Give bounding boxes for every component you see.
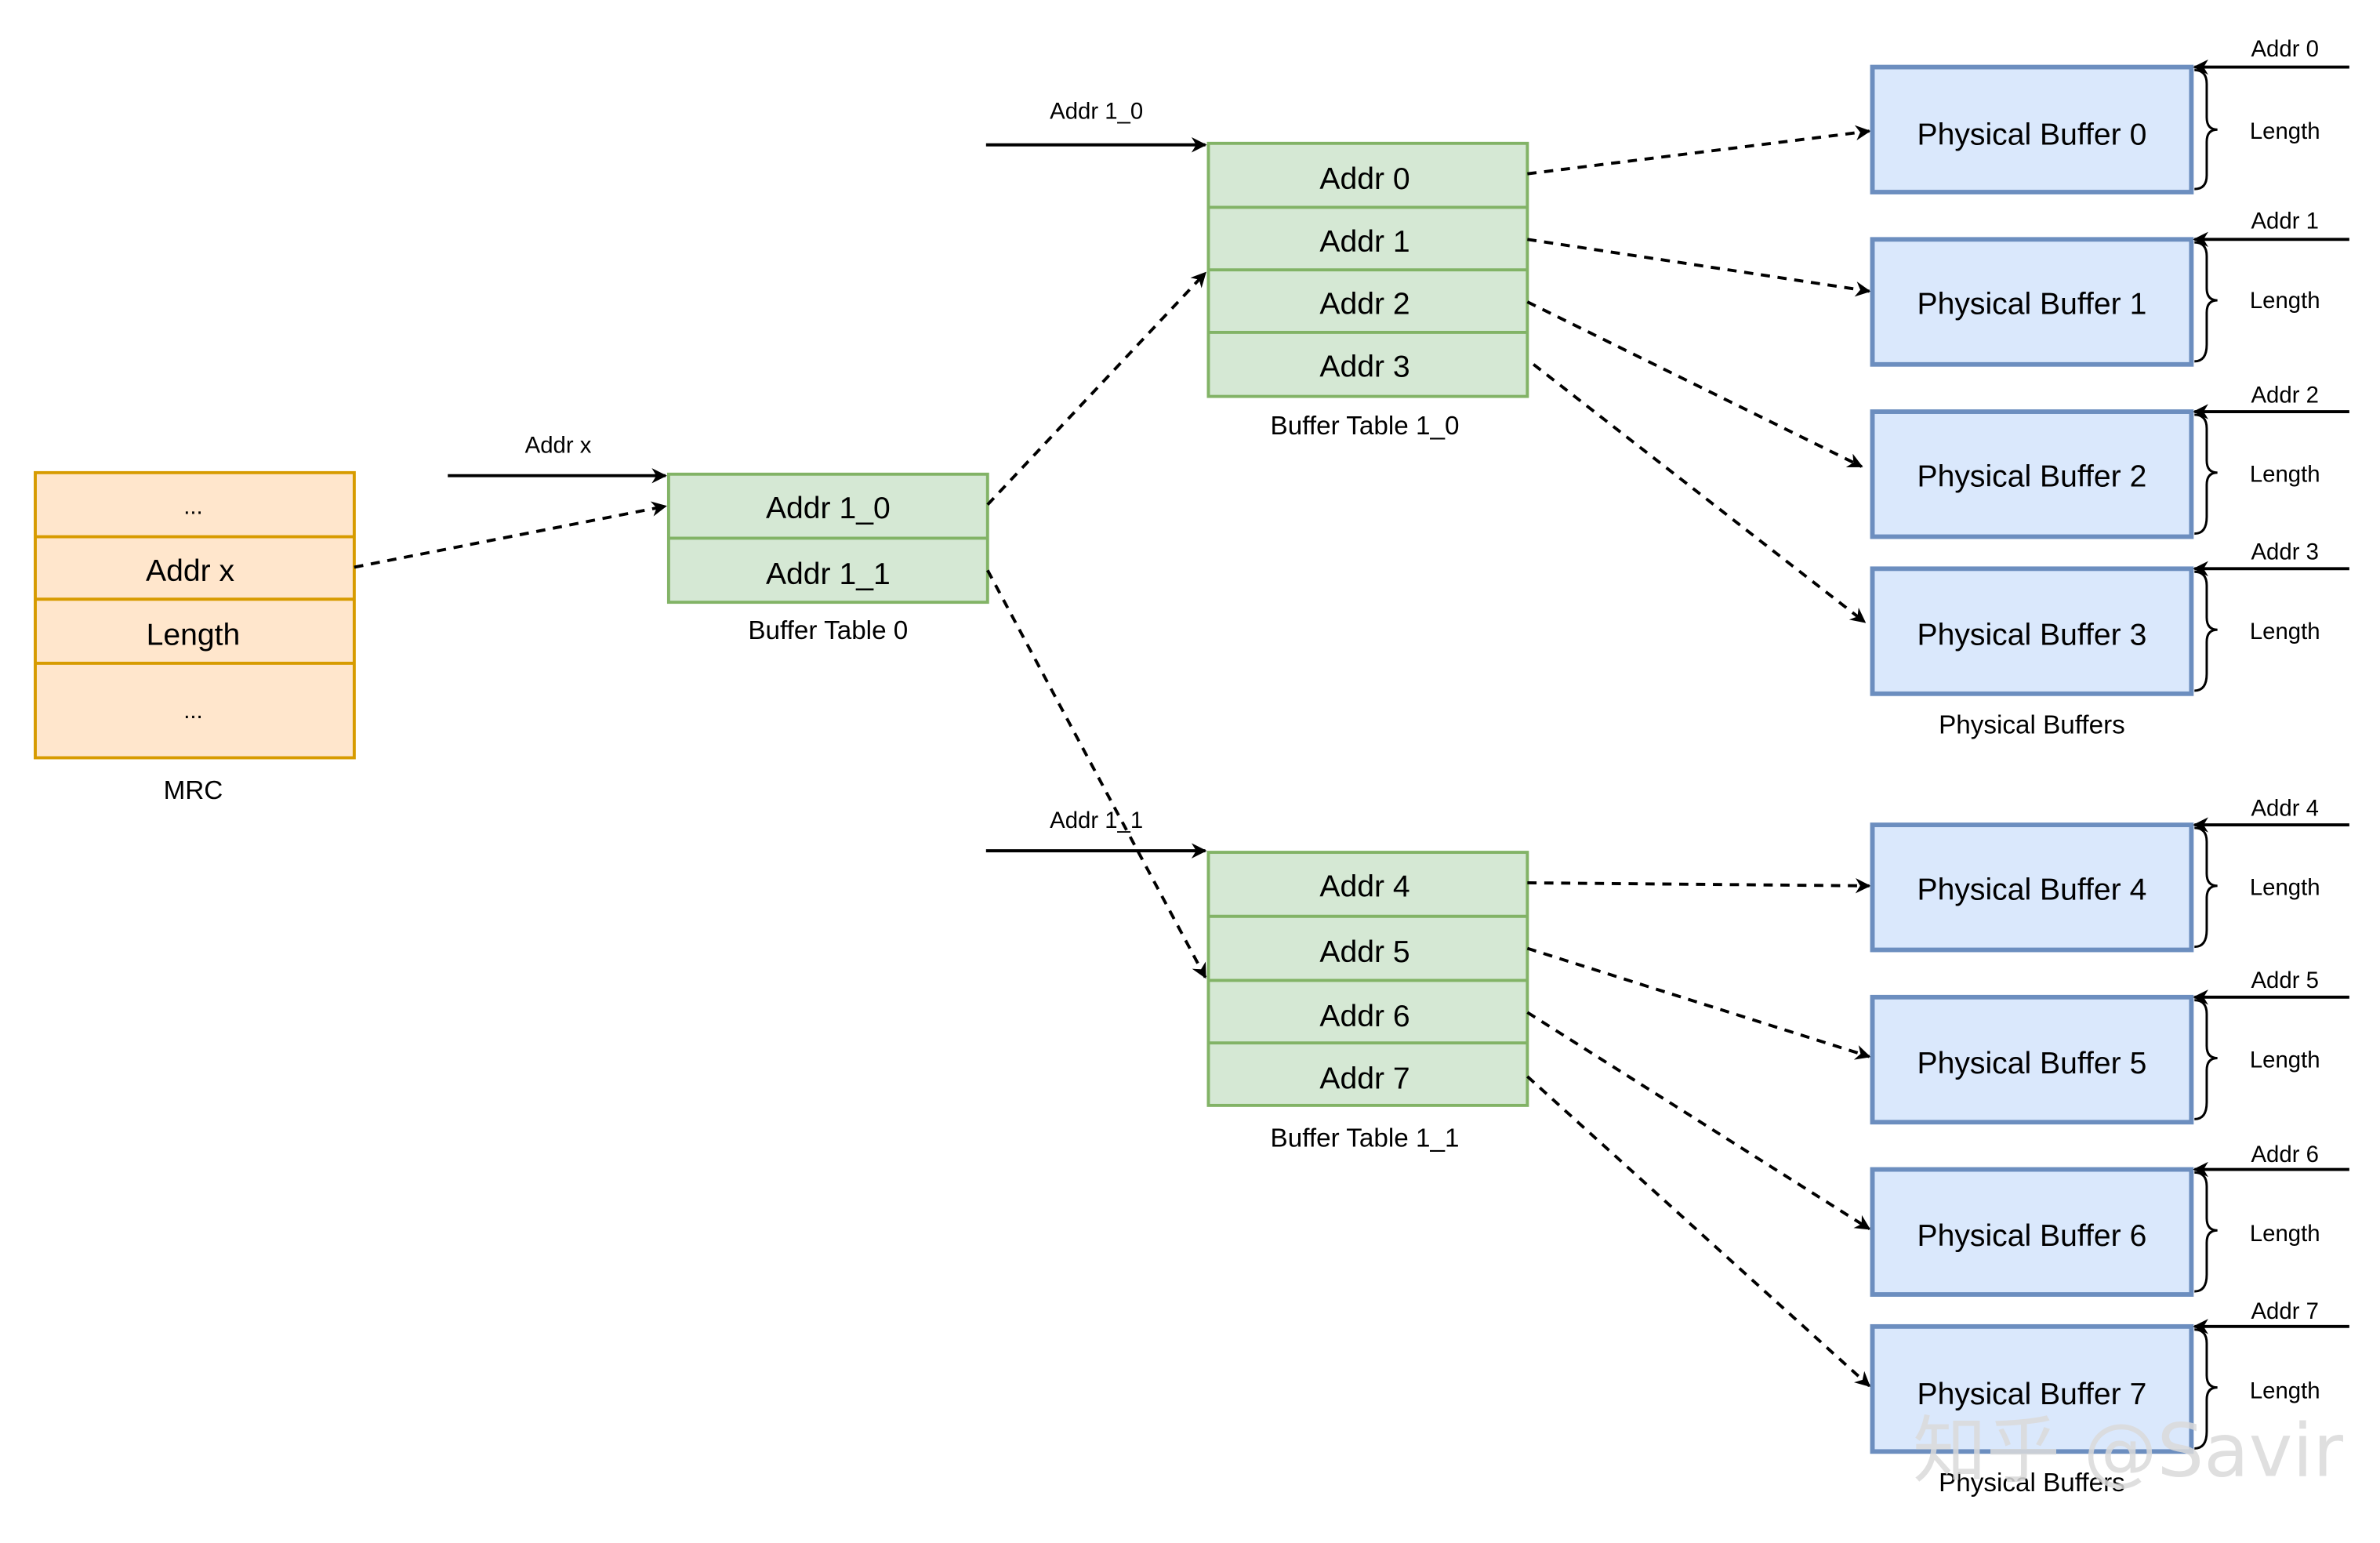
buffer-table-1-0-input-label: Addr 1_0 bbox=[1050, 100, 1143, 125]
buffer-table-1-0: Addr 1_0 Addr 0 Addr 1 Addr 2 Addr 3 Buf… bbox=[985, 100, 1529, 441]
buffer-table-1-1: Addr 1_1 Addr 4 Addr 5 Addr 6 Addr 7 Buf… bbox=[985, 808, 1529, 1153]
pointer-arrow-addr-5 bbox=[1526, 946, 1871, 1060]
physical-buffer-3-addr: Addr 3 bbox=[2251, 540, 2318, 565]
buffer-table-1-1-label: Buffer Table 1_1 bbox=[1271, 1124, 1460, 1153]
buffer-table-1-1-row-3: Addr 7 bbox=[1319, 1062, 1409, 1096]
physical-buffer-7-length-brace bbox=[2194, 1328, 2218, 1450]
physical-buffer-6: Physical Buffer 6 Addr 6 Length bbox=[1870, 1142, 2349, 1297]
mrc-row-2: Length bbox=[147, 619, 241, 652]
physical-buffer-6-length-brace bbox=[2194, 1171, 2218, 1293]
physical-buffer-7: Physical Buffer 7 Addr 7 Length bbox=[1870, 1299, 2349, 1454]
physical-buffer-0-name: Physical Buffer 0 bbox=[1917, 118, 2147, 152]
physical-buffer-5-length-brace bbox=[2194, 999, 2218, 1120]
pointer-arrow-mrc-to-table-0 bbox=[354, 501, 667, 569]
buffer-table-1-0-row-1: Addr 1 bbox=[1319, 225, 1409, 259]
physical-buffer-3-length: Length bbox=[2250, 619, 2320, 644]
physical-buffer-0-length: Length bbox=[2250, 119, 2320, 144]
buffer-table-0-label: Buffer Table 0 bbox=[748, 616, 908, 645]
physical-buffers-group-label-bottom: Physical Buffers bbox=[1939, 1469, 2125, 1498]
buffer-table-1-1-row-0: Addr 4 bbox=[1319, 870, 1409, 904]
physical-buffer-2-addr: Addr 2 bbox=[2251, 383, 2318, 408]
buffer-table-1-0-row-0: Addr 0 bbox=[1319, 162, 1409, 196]
pointer-arrow-addr-2 bbox=[1526, 300, 1863, 468]
physical-buffer-2-name: Physical Buffer 2 bbox=[1917, 459, 2147, 493]
physical-buffer-7-name: Physical Buffer 7 bbox=[1917, 1378, 2147, 1411]
physical-buffer-5: Physical Buffer 5 Addr 5 Length bbox=[1870, 968, 2349, 1125]
pointer-arrow-addr-4 bbox=[1527, 877, 1871, 894]
physical-buffer-3-length-brace bbox=[2194, 570, 2218, 692]
physical-buffer-5-addr: Addr 5 bbox=[2251, 968, 2318, 993]
mrc-row-0: ... bbox=[183, 494, 202, 519]
mrc-label: MRC bbox=[164, 776, 223, 805]
physical-buffers-group-label-top: Physical Buffers bbox=[1939, 710, 2125, 739]
buffer-table-0: Addr x Addr 1_0 Addr 1_1 Buffer Table 0 bbox=[448, 434, 989, 645]
physical-buffer-1-name: Physical Buffer 1 bbox=[1917, 288, 2147, 321]
pointer-arrow-addr-7 bbox=[1526, 1075, 1871, 1388]
physical-buffer-4-addr: Addr 4 bbox=[2251, 796, 2318, 821]
pointer-arrow-addr-0 bbox=[1527, 125, 1871, 176]
physical-buffer-7-length: Length bbox=[2250, 1378, 2320, 1403]
physical-buffer-2-length-brace bbox=[2194, 413, 2218, 536]
pointer-arrow-addr-1 bbox=[1527, 238, 1871, 297]
buffer-table-1-0-row-2: Addr 2 bbox=[1319, 288, 1409, 321]
physical-buffer-2: Physical Buffer 2 Addr 2 Length bbox=[1870, 383, 2349, 539]
physical-buffer-1-length: Length bbox=[2250, 289, 2320, 314]
physical-buffer-0-length-brace bbox=[2194, 68, 2218, 191]
physical-buffer-4-length: Length bbox=[2250, 876, 2320, 901]
physical-buffer-3: Physical Buffer 3 Addr 3 Length bbox=[1870, 540, 2349, 696]
pointer-arrow-addr-6 bbox=[1526, 1011, 1871, 1231]
mrc-row-3: ... bbox=[183, 699, 202, 724]
physical-buffer-5-length: Length bbox=[2250, 1047, 2320, 1073]
physical-buffer-4: Physical Buffer 4 Addr 4 Length bbox=[1870, 796, 2349, 953]
physical-buffer-4-name: Physical Buffer 4 bbox=[1917, 873, 2147, 906]
physical-buffer-1: Physical Buffer 1 Addr 1 Length bbox=[1870, 209, 2349, 367]
physical-buffer-4-length-brace bbox=[2194, 826, 2218, 949]
buffer-table-1-0-row-3: Addr 3 bbox=[1319, 350, 1409, 383]
buffer-table-1-1-input-label: Addr 1_1 bbox=[1050, 808, 1143, 833]
physical-buffer-0-addr: Addr 0 bbox=[2251, 37, 2318, 62]
buffer-table-0-input-label: Addr x bbox=[525, 434, 592, 459]
physical-buffer-3-name: Physical Buffer 3 bbox=[1917, 619, 2147, 652]
pointer-arrow-table-0-to-table-1-0 bbox=[986, 271, 1206, 506]
physical-buffer-2-length: Length bbox=[2250, 463, 2320, 488]
buffer-table-0-row-0: Addr 1_0 bbox=[766, 492, 891, 525]
buffer-table-1-1-row-1: Addr 5 bbox=[1319, 935, 1409, 969]
physical-buffer-1-length-brace bbox=[2194, 241, 2218, 363]
mrc-row-1: Addr x bbox=[146, 554, 235, 588]
pointer-arrow-table-0-to-table-1-1 bbox=[986, 569, 1207, 979]
physical-buffer-6-length: Length bbox=[2250, 1222, 2320, 1247]
physical-buffer-5-name: Physical Buffer 5 bbox=[1917, 1047, 2147, 1080]
buffer-table-0-row-1: Addr 1_1 bbox=[766, 557, 891, 591]
pointer-arrow-addr-3 bbox=[1532, 363, 1867, 623]
physical-buffer-6-addr: Addr 6 bbox=[2251, 1142, 2318, 1167]
mrc-table: ... Addr x Length ... MRC bbox=[34, 470, 356, 805]
physical-buffer-7-addr: Addr 7 bbox=[2251, 1299, 2318, 1324]
buffer-table-1-0-label: Buffer Table 1_0 bbox=[1271, 412, 1460, 441]
physical-buffer-6-name: Physical Buffer 6 bbox=[1917, 1219, 2147, 1253]
watermark: 知乎 @Savir bbox=[1913, 1409, 2343, 1494]
physical-buffer-1-addr: Addr 1 bbox=[2251, 209, 2318, 234]
physical-buffer-0: Physical Buffer 0 Addr 0 Length bbox=[1870, 37, 2349, 194]
buffer-table-1-1-row-2: Addr 6 bbox=[1319, 1000, 1409, 1033]
